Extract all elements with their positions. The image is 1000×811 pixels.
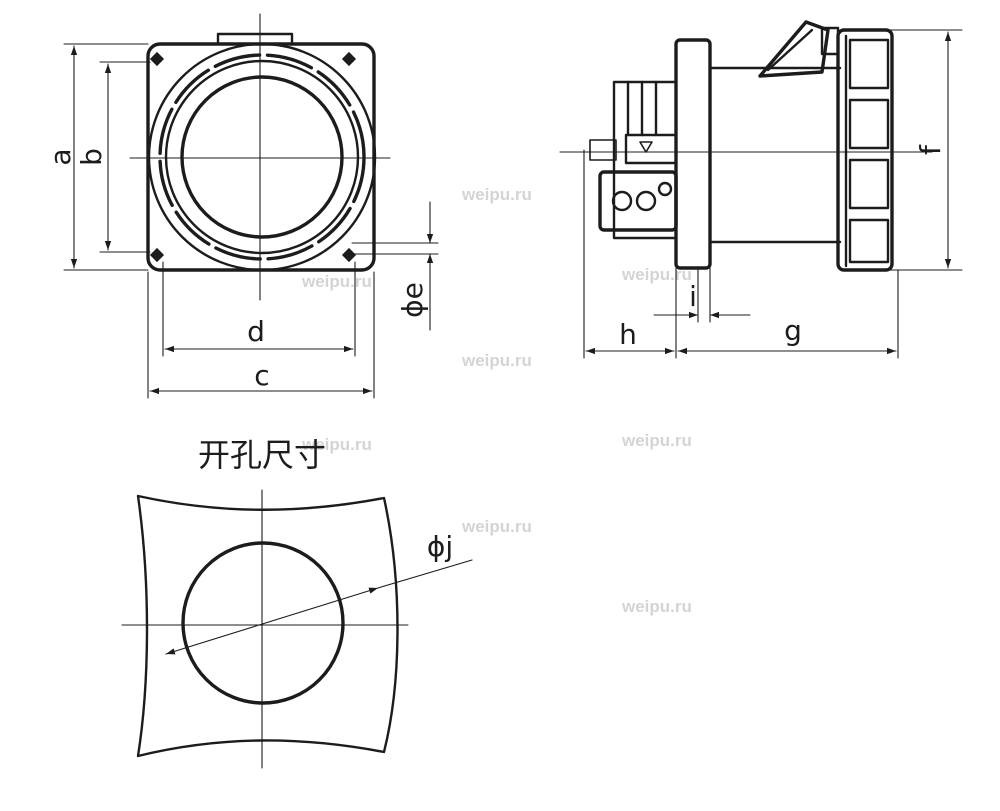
screw-top-right bbox=[341, 51, 357, 67]
watermark: weipu.ru bbox=[301, 435, 372, 454]
lid-latch bbox=[216, 32, 294, 46]
side-view: f h i g bbox=[559, 20, 963, 359]
watermarks: weipu.ru weipu.ru weipu.ru weipu.ru weip… bbox=[301, 185, 692, 616]
panel-outline bbox=[136, 494, 399, 758]
watermark: weipu.ru bbox=[621, 431, 692, 450]
lid-window bbox=[848, 98, 890, 150]
dimension-g-label: g bbox=[784, 314, 802, 347]
lid-inner-ring bbox=[164, 59, 360, 255]
cutout-title: 开孔尺寸 bbox=[198, 436, 326, 474]
lid-window bbox=[848, 218, 890, 264]
screw-bottom-right bbox=[341, 247, 357, 263]
lid-hinge bbox=[758, 20, 830, 78]
terminal-mark bbox=[639, 141, 653, 153]
dimension-f-label: f bbox=[914, 144, 947, 155]
watermark: weipu.ru bbox=[461, 517, 532, 536]
dimension-j-label: ϕj bbox=[427, 530, 453, 563]
lid-outer-ring bbox=[147, 42, 377, 272]
watermark: weipu.ru bbox=[461, 185, 532, 204]
dimension-i-label: i bbox=[689, 280, 697, 313]
dimension-e-label: ϕe bbox=[396, 282, 429, 318]
front-view: a b d c ϕe bbox=[44, 13, 439, 399]
watermark: weipu.ru bbox=[461, 351, 532, 370]
lid-window bbox=[848, 38, 890, 90]
dimension-h-label: h bbox=[619, 318, 637, 351]
watermark: weipu.ru bbox=[301, 272, 372, 291]
panel-cutout: 开孔尺寸 ϕj bbox=[121, 436, 473, 769]
dimension-b-label: b bbox=[75, 148, 108, 166]
dimension-j-leader bbox=[377, 559, 473, 589]
lid-window bbox=[848, 158, 890, 210]
rear-body bbox=[612, 80, 678, 240]
watermark: weipu.ru bbox=[621, 265, 692, 284]
hinge-detail bbox=[766, 28, 814, 72]
cable-clamp-block bbox=[598, 170, 678, 232]
flange-plate bbox=[674, 38, 712, 270]
terminal-screw bbox=[611, 190, 633, 212]
dimension-c-label: c bbox=[254, 359, 269, 392]
lid-body bbox=[836, 28, 894, 272]
lid-notched-ring bbox=[158, 53, 366, 261]
dimension-d-label: d bbox=[247, 315, 265, 348]
terminal-screw bbox=[657, 181, 673, 197]
screw-top-left bbox=[149, 51, 165, 67]
rear-pin bbox=[589, 139, 617, 161]
watermark: weipu.ru bbox=[621, 597, 692, 616]
socket-face bbox=[180, 75, 344, 239]
terminal-screw bbox=[635, 190, 657, 212]
dimension-j-line bbox=[165, 587, 379, 655]
terminal-block bbox=[624, 133, 678, 165]
dimension-a-label: a bbox=[44, 148, 77, 165]
screw-bottom-left bbox=[149, 247, 165, 263]
cutout-hole bbox=[181, 541, 345, 705]
